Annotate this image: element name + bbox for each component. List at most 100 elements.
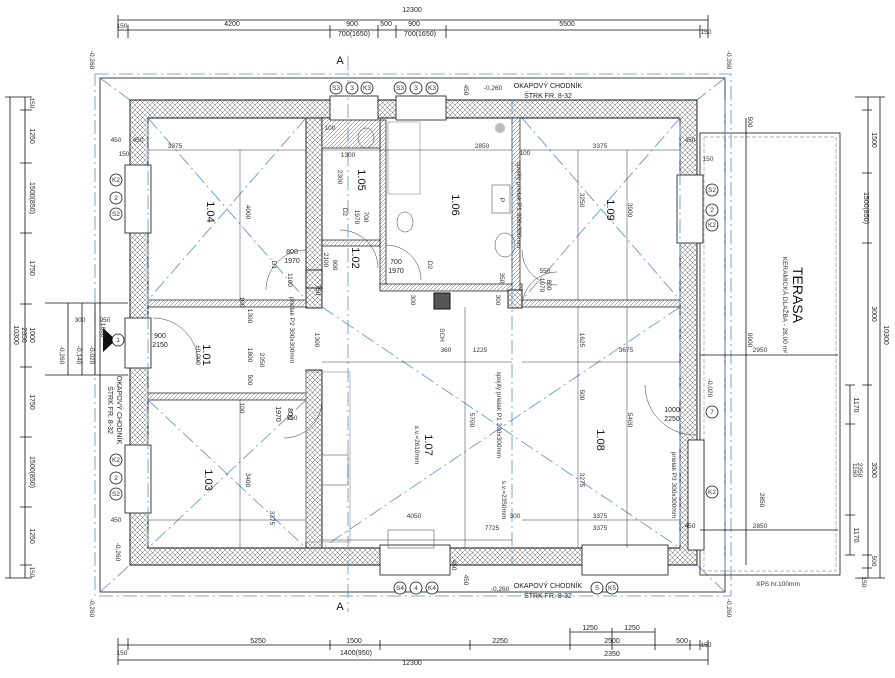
door-height: 1970 (274, 406, 281, 422)
interior-dim: 550 (540, 268, 551, 275)
door-width: 900 (154, 333, 166, 340)
dim-total-left: 10300 (12, 325, 19, 345)
interior-dim: 360 (441, 347, 452, 354)
window-tag-circle (109, 471, 123, 485)
interior-dim: 5400 (626, 413, 633, 428)
dim-total-bottom: 12300 (402, 660, 422, 667)
interior-dim: 450 (462, 85, 469, 96)
interior-dim: 2850 (758, 493, 765, 508)
ceiling-height-1-08: s.v.=2350mm (500, 481, 507, 520)
dim: 1500(850) (28, 182, 35, 214)
window-tag-circle (109, 487, 123, 501)
window-tag: 2 (710, 207, 714, 214)
level-step1: -0,140 (75, 346, 82, 365)
door-height: 1970 (284, 258, 300, 265)
window-tag: 1 (116, 337, 120, 344)
window-tag-circle (109, 453, 123, 467)
window-tag: 3 (414, 85, 418, 92)
room-label-1-06: 1.06 (449, 194, 461, 215)
door-height: 1970 (388, 268, 404, 275)
window-tag: S4 (396, 585, 404, 592)
interior-dim: 300 (75, 317, 86, 324)
window-tag-circle (590, 581, 604, 595)
window-tag-circle (409, 81, 423, 95)
level-outside: -0,260 (58, 346, 65, 365)
interior-walls (147, 117, 681, 549)
exterior-wall (129, 99, 698, 566)
window-tag-circle (705, 405, 719, 419)
walkway-material-left: ŠTRK FR. 8-32 (106, 386, 115, 434)
dim: 1750 (28, 260, 35, 276)
room-label-1-04: 1.04 (204, 201, 216, 222)
interior-dim: 1625 (578, 333, 585, 348)
terrace-material: KERAMICKÁ DLAŽBA - 28,00 m² (781, 257, 790, 354)
dim: 700(1650) (404, 31, 436, 38)
window-tag: 2 (114, 195, 118, 202)
dim: 150 (860, 577, 867, 588)
duct-p1-label-lower: spojitý prielak P1 300x300mm (495, 372, 502, 459)
level-step2: -0,020 (88, 346, 95, 365)
interior-dim: 1300 (246, 309, 253, 324)
dim: 1750 (28, 394, 35, 410)
dim-total-right: 10300 (882, 325, 889, 345)
window-tag: S3 (396, 85, 404, 92)
door-width: 800 (545, 280, 552, 291)
dim: 1160 (851, 463, 858, 477)
window-tag-circle (705, 218, 719, 232)
dim: 2350 (20, 327, 27, 343)
door-height: 2250 (664, 416, 680, 423)
interior-dim: 450 (111, 517, 122, 524)
dim: 5500 (559, 21, 575, 28)
interior-dim: 500 (578, 390, 585, 401)
room-label-1-07: 1.07 (422, 434, 434, 455)
door-width: 800 (286, 249, 298, 256)
walkway-title-left: OKAPOVÝ CHODNÍK (115, 376, 124, 445)
dim: 1250 (624, 625, 640, 632)
interior-dim: 2850 (753, 523, 768, 530)
drain-d1: D1 (270, 261, 277, 270)
window-tag-circle (329, 81, 343, 95)
interior-dim: 3275 (578, 473, 585, 488)
interior-dim: 450 (133, 137, 144, 144)
window-tag: K4 (428, 585, 436, 592)
interior-dim: 150 (703, 156, 714, 163)
dimension-lines (5, 15, 885, 665)
duct-p1-label: spojitý prielak P1 300x300mm (515, 162, 522, 249)
window-tag: K2 (112, 177, 120, 184)
window-tag: K5 (608, 585, 616, 592)
window-tag: K2 (112, 457, 120, 464)
window-tag-circle (393, 581, 407, 595)
interior-dim: 300 (409, 295, 416, 306)
room-label-1-05: 1.05 (355, 169, 367, 190)
window-tag: K3 (428, 85, 436, 92)
interior-dim: 4050 (407, 513, 422, 520)
dim: 1400(950) (340, 650, 372, 657)
dim: 150 (117, 23, 128, 30)
interior-dim: 9900 (746, 333, 753, 348)
drain-d2-a: D2 (341, 208, 348, 217)
duct-p2-label: prielak P2 300x300mm (288, 297, 295, 363)
chimney-label: SCH (438, 328, 445, 342)
door-width: 700 (390, 259, 402, 266)
dim: 2350 (856, 463, 863, 478)
dim: 150 (28, 567, 35, 578)
door-height: 1970 (538, 278, 545, 293)
dim: 500 (676, 638, 688, 645)
interior-dim: 900 (331, 260, 338, 271)
interior-dim: 500 (246, 375, 253, 386)
dim: 1170 (852, 527, 859, 542)
interior-dim: 4000 (244, 205, 251, 220)
dim: 1500 (870, 132, 877, 148)
dim: 1000 (28, 327, 35, 343)
interior-dim: 950 (100, 317, 111, 324)
window-tag-circle (360, 81, 374, 95)
window-tag: K2 (708, 489, 716, 496)
fixtures (305, 121, 516, 549)
interior-dim: 3250 (578, 193, 585, 208)
window-tag: 5 (595, 585, 599, 592)
section-mark-top: A (336, 55, 344, 67)
interior-dim: 3400 (244, 473, 251, 488)
boiler-label: P (498, 198, 505, 202)
dim: 2350 (604, 651, 620, 658)
interior-dim: 100 (520, 150, 531, 157)
